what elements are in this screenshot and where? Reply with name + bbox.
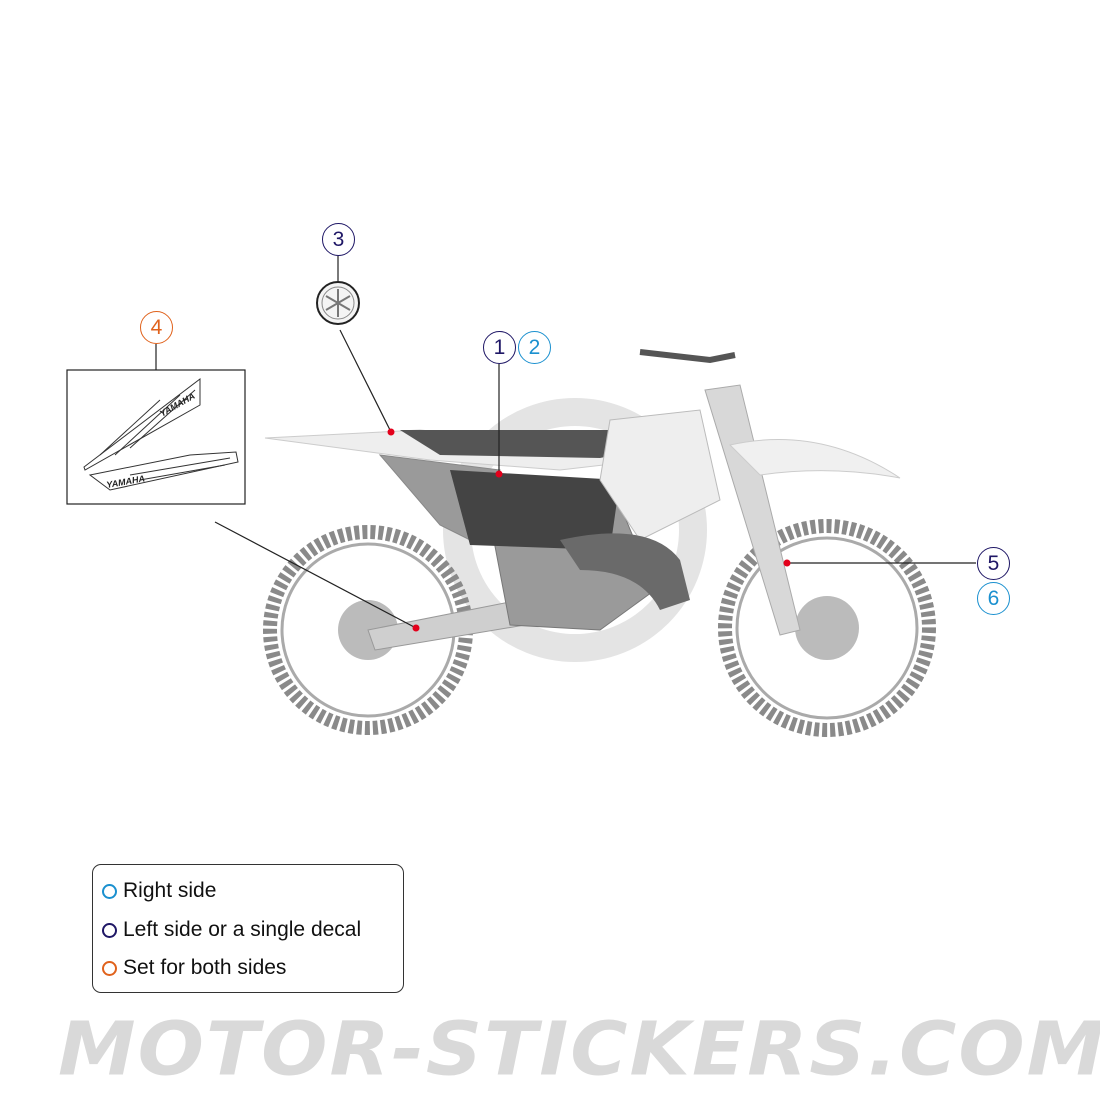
navy-ring-icon <box>102 922 117 938</box>
position-markers <box>387 428 791 632</box>
legend: Right side Left side or a single decal S… <box>92 864 404 993</box>
marker-1-2 <box>495 470 503 478</box>
orange-ring-icon <box>102 960 117 976</box>
blue-ring-icon <box>102 883 117 899</box>
shroud-decal-drawing <box>83 377 239 491</box>
swingarm <box>367 599 526 651</box>
leader-lines <box>155 256 976 629</box>
yamaha-emblem-decal <box>316 281 360 325</box>
shroud <box>599 409 721 541</box>
legend-item-right-side: Right side <box>102 879 216 903</box>
callout-6[interactable]: 6 <box>977 582 1010 615</box>
marker-3 <box>387 428 395 436</box>
legend-label: Set for both sides <box>123 956 287 979</box>
legend-item-set: Set for both sides <box>102 956 286 980</box>
marker-5-6 <box>783 559 791 567</box>
watermark: MOTOR-STICKERS.COM <box>58 1007 1100 1093</box>
handlebar <box>639 349 736 364</box>
callout-3[interactable]: 3 <box>322 223 355 256</box>
front-wheel <box>718 519 936 737</box>
decal-set-box <box>66 369 246 505</box>
side-panel <box>450 470 620 550</box>
callout-2[interactable]: 2 <box>518 331 551 364</box>
legend-label: Left side or a single decal <box>123 918 362 941</box>
expansion-chamber <box>560 533 690 610</box>
legend-label: Right side <box>123 879 217 902</box>
marker-4 <box>412 624 420 632</box>
front-fender <box>729 439 901 479</box>
front-fork <box>704 384 801 636</box>
callout-1[interactable]: 1 <box>483 331 516 364</box>
callout-5[interactable]: 5 <box>977 547 1010 580</box>
callout-4[interactable]: 4 <box>140 311 173 344</box>
legend-item-left-side: Left side or a single decal <box>102 918 361 942</box>
